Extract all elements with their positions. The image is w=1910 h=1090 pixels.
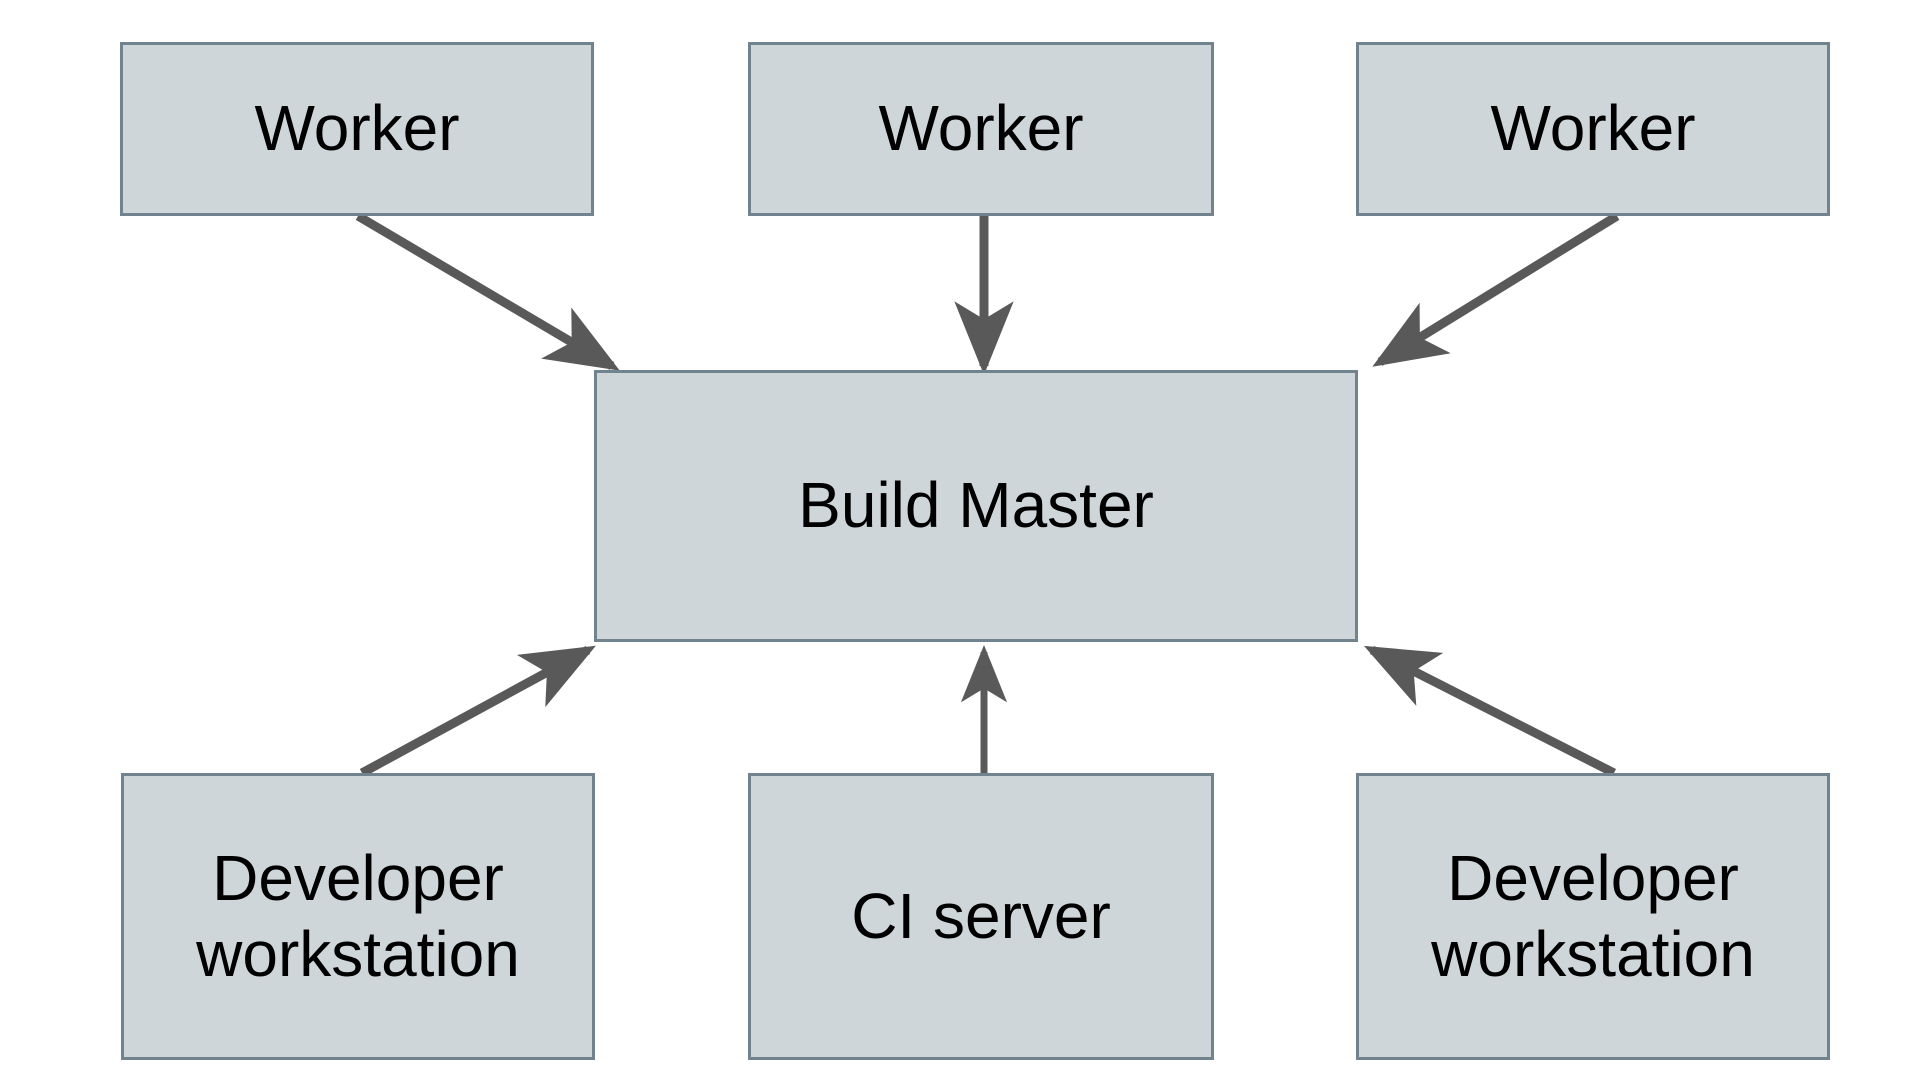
node-developer-workstation-left[interactable]: Developer workstation — [121, 773, 595, 1060]
node-build-master[interactable]: Build Master — [594, 370, 1358, 642]
node-build-master-label: Build Master — [798, 469, 1154, 542]
node-worker-1[interactable]: Worker — [120, 42, 594, 216]
node-worker-3-label: Worker — [1490, 92, 1696, 165]
edge-worker-3-to-build-master — [1372, 212, 1620, 367]
node-worker-1-label: Worker — [254, 92, 460, 165]
node-worker-2[interactable]: Worker — [748, 42, 1214, 216]
node-ci-server-label: CI server — [851, 879, 1111, 952]
node-worker-2-label: Worker — [878, 92, 1084, 165]
node-developer-workstation-right-label: Developer workstation — [1431, 841, 1755, 990]
node-worker-3[interactable]: Worker — [1356, 42, 1830, 216]
edge-dev-right-to-build-master — [1363, 645, 1617, 778]
edge-worker-1-to-build-master — [355, 212, 620, 371]
edge-dev-left-to-build-master — [359, 645, 596, 777]
node-ci-server[interactable]: CI server — [748, 773, 1214, 1060]
node-developer-workstation-left-label: Developer workstation — [196, 841, 520, 990]
node-developer-workstation-right[interactable]: Developer workstation — [1356, 773, 1830, 1060]
